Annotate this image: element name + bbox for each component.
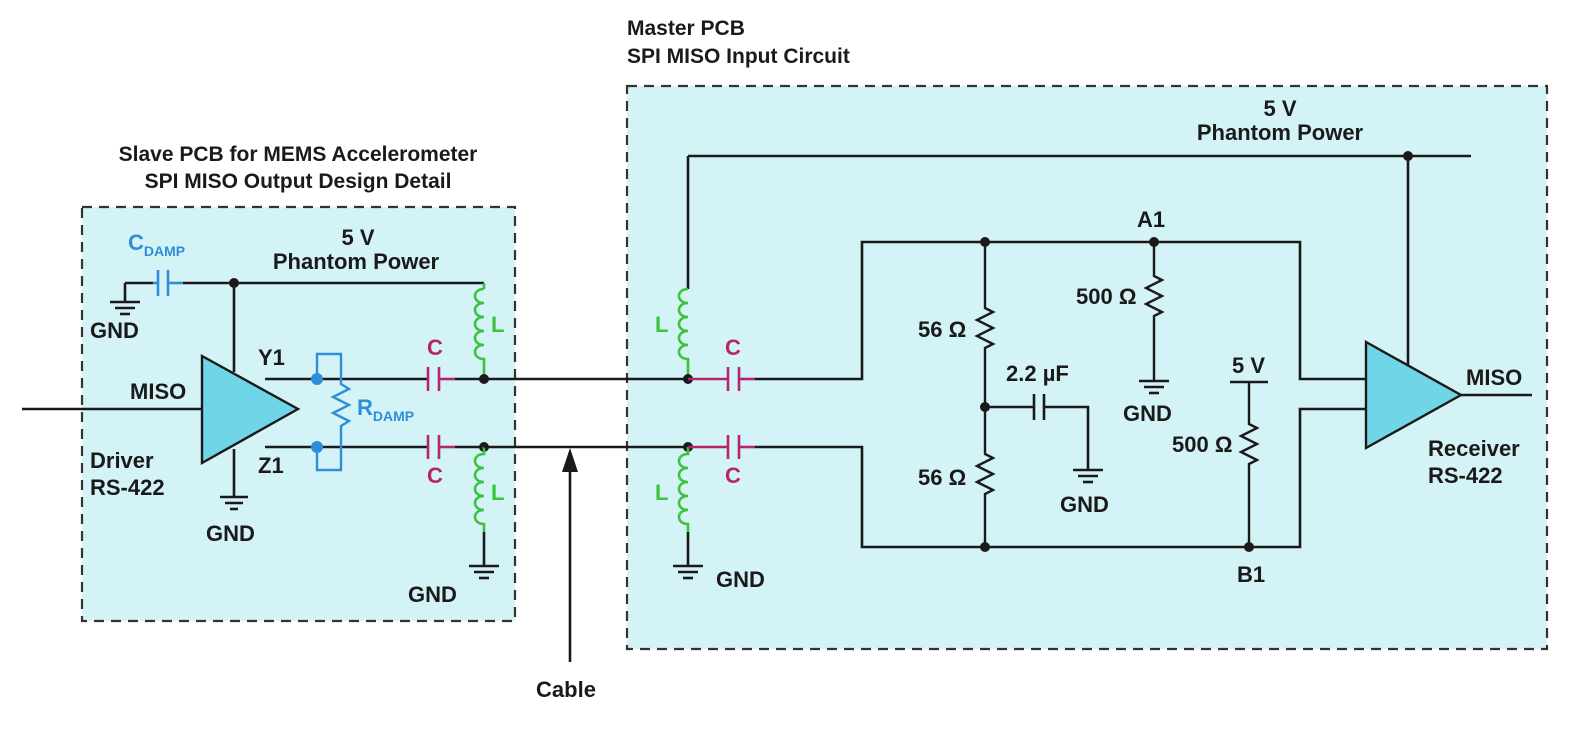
v5-label: 5 V [1232,353,1265,378]
slave-inductor-gnd-label: GND [408,582,457,607]
driver-label-line1: Driver [90,448,154,473]
master-l-bottom-label: L [655,480,668,505]
rdamp-resistor [315,352,352,472]
y1-label: Y1 [258,345,285,370]
slave-title-line1: Slave PCB for MEMS Accelerometer [119,143,478,166]
master-l-top-label: L [655,312,668,337]
r500-bottom-label: 500 Ω [1172,432,1232,457]
b1-label: B1 [1237,562,1265,587]
r56-bottom-label: 56 Ω [918,465,966,490]
cable-arrow-head [562,448,578,472]
z1-label: Z1 [258,453,284,478]
r500-gnd-label: GND [1123,401,1172,426]
a1-label: A1 [1137,207,1165,232]
driver-gnd-symbol [220,495,248,511]
r500-top-label: 500 Ω [1076,284,1136,309]
slave-miso-label: MISO [130,379,186,404]
driver-amplifier [200,353,301,466]
slave-l-bottom-label: L [491,480,504,505]
resistor-56-top [974,242,996,407]
driver-label-line2: RS-422 [90,475,165,500]
slave-title-line2: SPI MISO Output Design Detail [145,170,452,193]
cap-gnd-label: GND [1060,492,1109,517]
master-title-line1: Master PCB [627,17,745,40]
master-inductor-top [677,287,690,379]
slave-pcb-box [80,205,517,623]
cdamp-label: CDAMP [128,230,185,259]
rdamp-label: RDAMP [357,395,414,424]
resistor-500-top [1143,242,1165,381]
slave-power-label-line2: Phantom Power [273,249,440,274]
master-miso-label: MISO [1466,365,1522,390]
slave-inductor-gnd-symbol [469,564,499,580]
cable-label: Cable [536,677,596,702]
master-inductor-gnd-label: GND [716,567,765,592]
master-power-label-line2: Phantom Power [1197,120,1364,145]
resistor-56-bottom [974,407,996,547]
cdamp-gnd-symbol [110,300,140,316]
slave-inductor-bottom [473,447,486,532]
slave-gnd-top-label: GND [90,318,139,343]
master-c-top-label: C [725,335,741,360]
cap-2u2-label: 2.2 µF [1006,361,1069,386]
master-inductor-gnd-symbol [673,564,703,580]
slave-inductor-top [473,287,486,379]
slave-l-top-label: L [491,312,504,337]
r56-top-label: 56 Ω [918,317,966,342]
slave-power-label-line1: 5 V [341,225,374,250]
master-inductor-bottom [677,447,690,532]
receiver-amplifier [1364,339,1464,451]
b1-net-wire [755,407,1366,549]
receiver-label-line1: Receiver [1428,436,1520,461]
cap-gnd-symbol [1073,468,1103,484]
r500-gnd-symbol [1139,379,1169,395]
master-c-bottom-label: C [725,463,741,488]
a1-net-wire [755,240,1366,381]
resistor-500-bottom [1238,382,1260,547]
driver-gnd-label: GND [206,521,255,546]
master-title-line2: SPI MISO Input Circuit [627,45,850,68]
power-junction [229,278,239,288]
master-power-label-line1: 5 V [1263,96,1296,121]
slave-c-top-label: C [427,335,443,360]
receiver-label-line2: RS-422 [1428,463,1503,488]
slave-c-bottom-label: C [427,463,443,488]
